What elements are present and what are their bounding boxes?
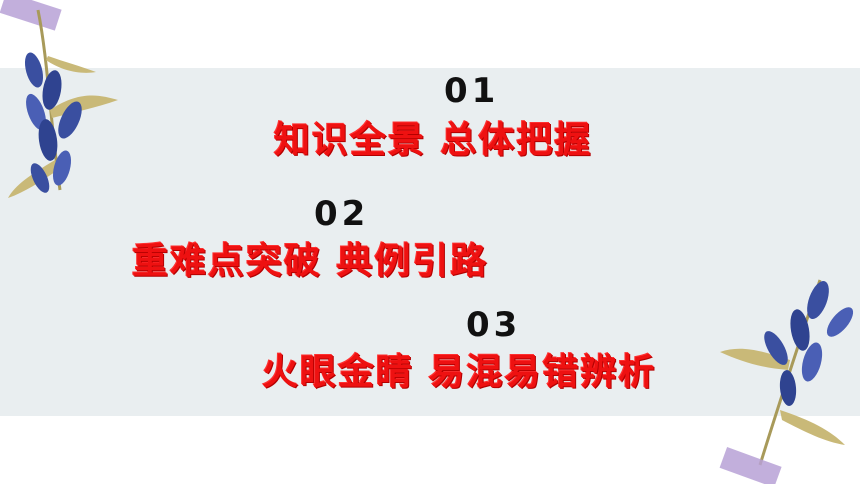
washi-tape-icon (719, 447, 782, 484)
content-band (0, 68, 860, 416)
section-title[interactable]: 知识全景 总体把握 (274, 120, 593, 161)
section-title[interactable]: 火眼金睛 易混易错辨析 (262, 352, 657, 393)
section-number: 01 (444, 71, 500, 111)
section-number: 02 (314, 194, 370, 234)
flower-sprig-icon (0, 0, 118, 198)
washi-tape-icon (0, 0, 62, 31)
flower-sprig-icon (719, 279, 854, 484)
section-number: 03 (466, 305, 522, 345)
section-title[interactable]: 重难点突破 典例引路 (132, 241, 489, 282)
